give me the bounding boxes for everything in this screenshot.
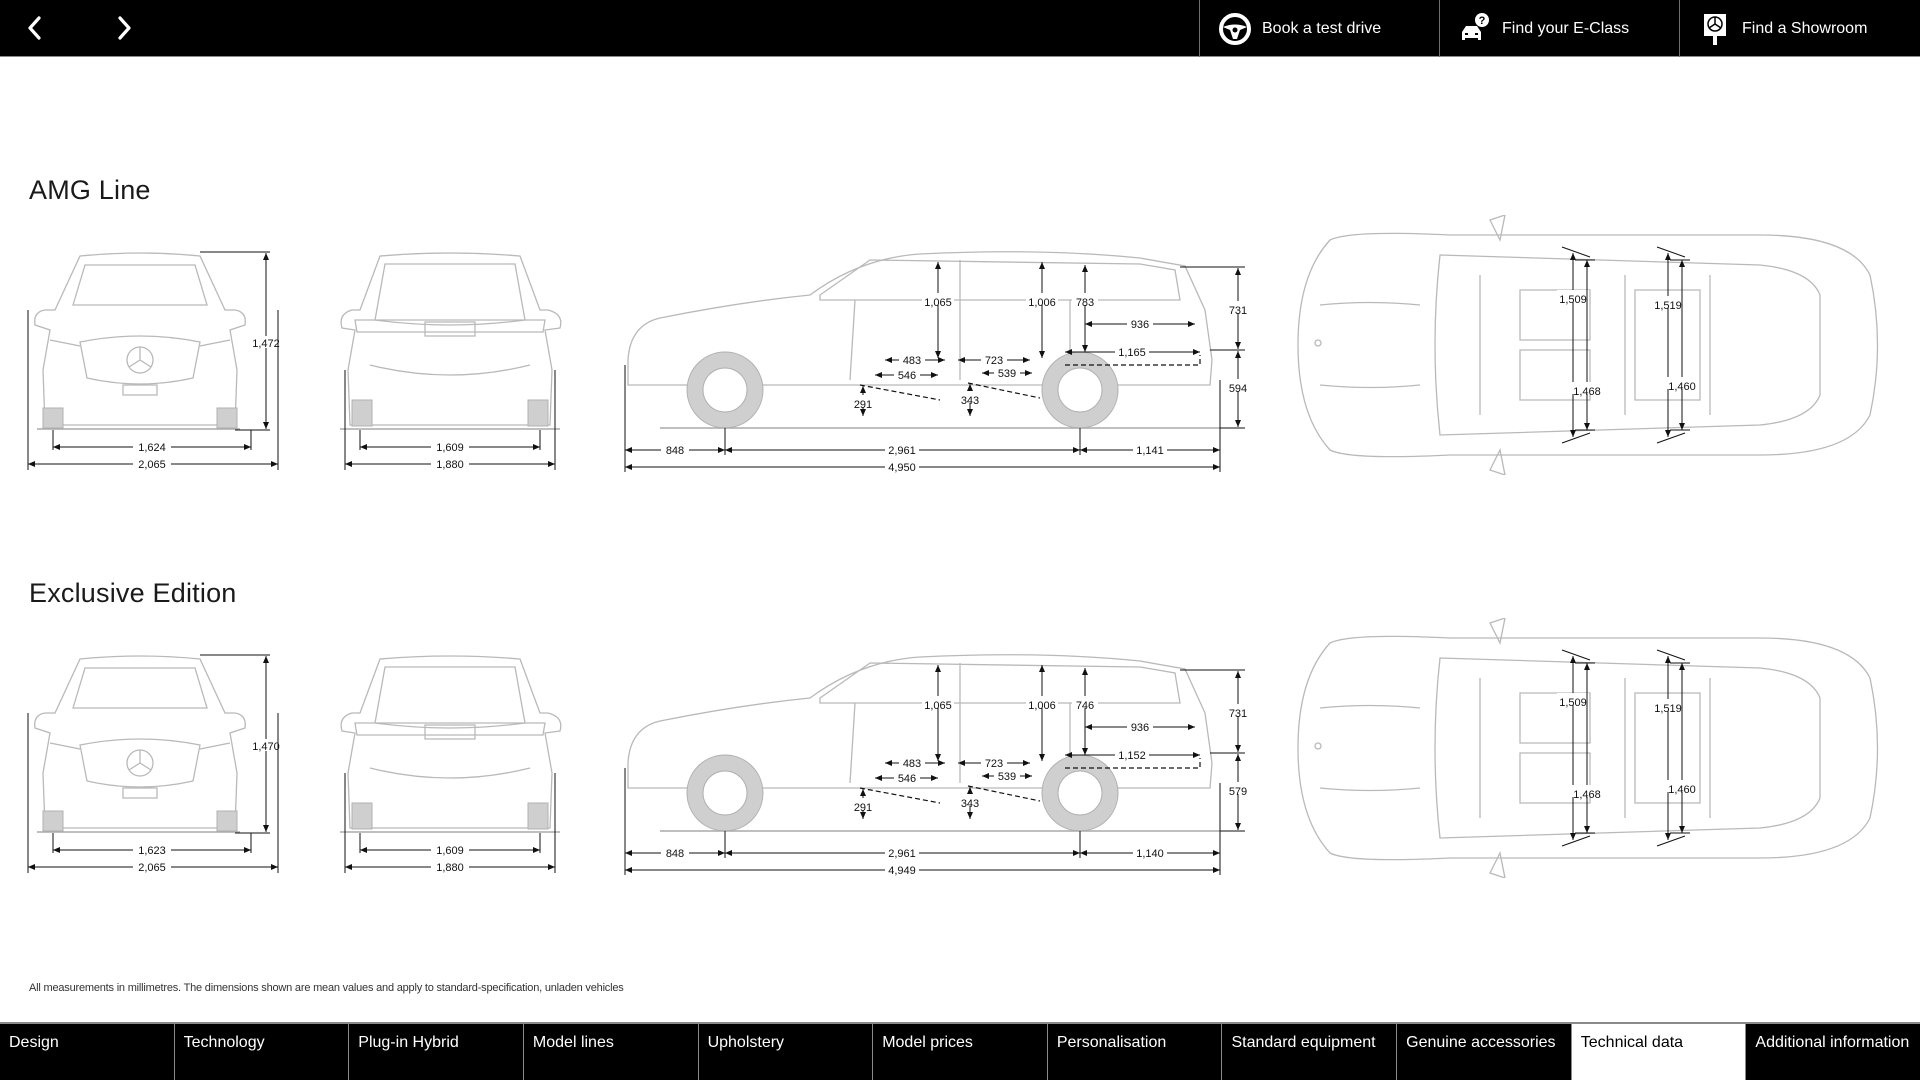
chevron-left-icon [28, 16, 41, 40]
chevron-right-icon [118, 16, 131, 40]
rear-upper-height-value: 731 [1229, 305, 1247, 317]
cargo-length-top-value: 936 [1131, 722, 1149, 734]
front-legroom-b-value: 546 [898, 370, 916, 382]
front-height-value: 1,472 [252, 338, 280, 350]
front-track-value: 1,623 [138, 845, 166, 857]
front-overhang-value: 848 [666, 848, 684, 860]
showroom-sign-icon [1698, 12, 1732, 46]
rear-car-drawing [340, 655, 562, 833]
side-car-drawing [627, 654, 1220, 832]
book-test-drive-button[interactable]: Book a test drive [1199, 0, 1439, 57]
find-showroom-button[interactable]: Find a Showroom [1679, 0, 1920, 57]
front-car-drawing [34, 655, 246, 833]
rear-shoulder-width-value: 1,519 [1654, 300, 1682, 312]
side-car-drawing [627, 251, 1220, 429]
front-seat-height-value: 291 [854, 802, 872, 814]
tab-model-prices[interactable]: Model prices [873, 1024, 1048, 1080]
front-elbow-width-value: 1,468 [1573, 386, 1601, 398]
overall-length-value: 4,950 [888, 462, 916, 474]
rear-upper-height-value: 731 [1229, 708, 1247, 720]
top-car-drawing [1297, 215, 1879, 475]
rear-overhang-value: 1,141 [1136, 445, 1164, 457]
front-headroom-value: 1,065 [924, 700, 952, 712]
svg-text:?: ? [1479, 15, 1486, 27]
next-page-button[interactable] [106, 10, 142, 46]
tab-model-lines[interactable]: Model lines [524, 1024, 699, 1080]
loading-sill-height-value: 594 [1229, 383, 1247, 395]
tab-plug-in-hybrid[interactable]: Plug-in Hybrid [349, 1024, 524, 1080]
wheelbase-value: 2,961 [888, 848, 916, 860]
cargo-height-value: 783 [1076, 297, 1094, 309]
front-width-value: 2,065 [138, 862, 166, 874]
rear-car-drawing [340, 252, 562, 430]
front-legroom-b-value: 546 [898, 773, 916, 785]
rear-view-diagram: 1,609 1,880 [340, 655, 562, 874]
previous-page-button[interactable] [17, 10, 53, 46]
rear-track-value: 1,609 [436, 845, 464, 857]
side-view-diagram: 1,065 1,006 783 936 1,165 [624, 251, 1251, 474]
rear-width-value: 1,880 [436, 459, 464, 471]
rear-shoulder-width-value: 1,519 [1654, 703, 1682, 715]
front-elbow-width-value: 1,468 [1573, 789, 1601, 801]
rear-width-value: 1,880 [436, 862, 464, 874]
front-view-diagram: 1,470 1,623 2,065 [27, 654, 281, 874]
rear-elbow-width-value: 1,460 [1668, 784, 1696, 796]
tab-personalisation[interactable]: Personalisation [1048, 1024, 1223, 1080]
overall-length-value: 4,949 [888, 865, 916, 877]
rear-view-diagram: 1,609 1,880 [340, 252, 562, 471]
tab-technology[interactable]: Technology [175, 1024, 350, 1080]
cargo-height-value: 746 [1076, 700, 1094, 712]
front-overhang-value: 848 [666, 445, 684, 457]
rear-headroom-value: 1,006 [1028, 297, 1056, 309]
rear-headroom-value: 1,006 [1028, 700, 1056, 712]
rear-overhang-value: 1,140 [1136, 848, 1164, 860]
steering-wheel-icon [1218, 12, 1252, 46]
rear-elbow-width-value: 1,460 [1668, 381, 1696, 393]
front-car-drawing [34, 252, 246, 430]
rear-legroom-b-value: 539 [998, 771, 1016, 783]
front-track-value: 1,624 [138, 442, 166, 454]
top-car-drawing [1297, 618, 1879, 878]
front-legroom-a-value: 483 [903, 355, 921, 367]
section-title-amg-line: AMG Line [29, 175, 151, 205]
front-shoulder-width-value: 1,509 [1559, 697, 1587, 709]
rear-seat-height-value: 343 [961, 798, 979, 810]
find-showroom-label: Find a Showroom [1742, 19, 1868, 37]
tab-design[interactable]: Design [0, 1024, 175, 1080]
front-width-value: 2,065 [138, 459, 166, 471]
tab-standard-equipment[interactable]: Standard equipment [1222, 1024, 1398, 1080]
rear-track-value: 1,609 [436, 442, 464, 454]
top-view-diagram: 1,509 1,468 1,519 1,460 [1297, 618, 1879, 878]
tab-additional-information[interactable]: Additional information [1755, 1034, 1910, 1051]
car-question-icon: ? [1458, 12, 1492, 46]
side-view-diagram: 1,065 1,006 746 936 1,152 [624, 654, 1251, 877]
footnote: All measurements in millimetres. The dim… [29, 982, 624, 994]
front-headroom-value: 1,065 [924, 297, 952, 309]
tab-technical-data[interactable]: Technical data [1571, 1024, 1747, 1080]
loading-sill-height-value: 579 [1229, 786, 1247, 798]
front-seat-height-value: 291 [854, 399, 872, 411]
top-view-diagram: 1,509 1,468 1,519 1,460 [1297, 215, 1879, 475]
tab-genuine-accessories[interactable]: Genuine accessories [1397, 1024, 1572, 1080]
bottom-navigation: Design Technology Plug-in Hybrid Model l… [0, 1022, 1920, 1080]
wheelbase-value: 2,961 [888, 445, 916, 457]
top-bar: Book a test drive ? Find your E-Class Fi… [0, 0, 1920, 57]
front-height-value: 1,470 [252, 741, 280, 753]
front-shoulder-width-value: 1,509 [1559, 294, 1587, 306]
rear-seat-height-value: 343 [961, 395, 979, 407]
front-legroom-a-value: 483 [903, 758, 921, 770]
find-e-class-button[interactable]: ? Find your E-Class [1439, 0, 1679, 57]
find-e-class-label: Find your E-Class [1502, 19, 1630, 37]
front-view-diagram: 1,472 1,624 2,065 [27, 251, 281, 471]
tab-upholstery[interactable]: Upholstery [699, 1024, 874, 1080]
cargo-length-floor-value: 1,165 [1118, 347, 1146, 359]
cargo-length-floor-value: 1,152 [1118, 750, 1146, 762]
book-test-drive-label: Book a test drive [1262, 19, 1382, 37]
cargo-length-top-value: 936 [1131, 319, 1149, 331]
rear-legroom-b-value: 539 [998, 368, 1016, 380]
section-title-exclusive-edition: Exclusive Edition [29, 578, 237, 608]
